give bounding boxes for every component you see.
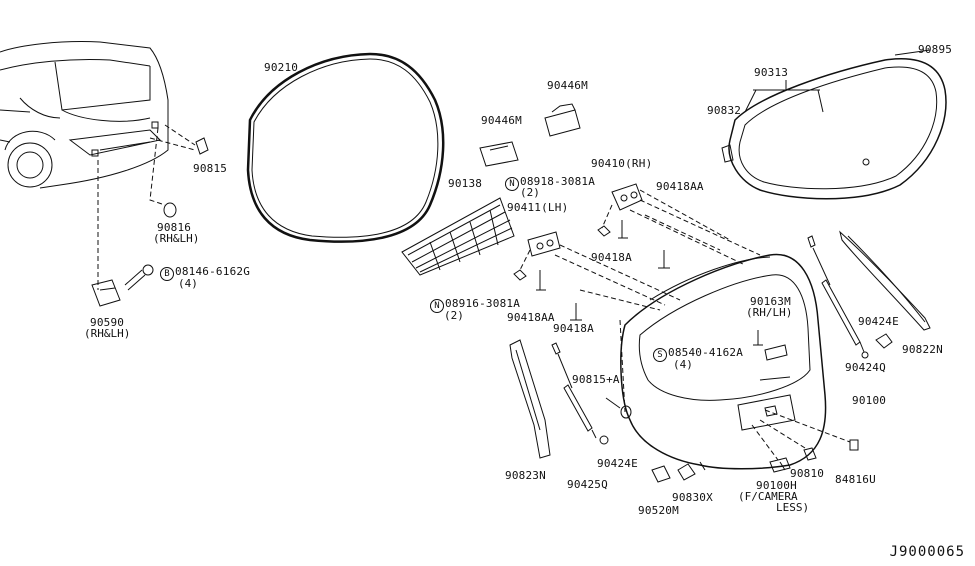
label-90163m-note: (RH/LH) <box>746 306 793 319</box>
label-90822n: 90822N <box>902 343 943 356</box>
label-08916-number: 08916-3081A <box>445 297 521 310</box>
label-90895: 90895 <box>918 43 953 56</box>
label-90424e-right: 90424E <box>858 315 899 328</box>
bolt-08146 <box>124 264 154 291</box>
bottom-parts <box>651 439 859 483</box>
prefix-circle: B <box>160 267 174 281</box>
label-90830x: 90830X <box>672 491 713 504</box>
prefix-circle: S <box>653 348 667 362</box>
label-84816u: 84816U <box>835 473 876 486</box>
label-08146-number: 08146-6162G <box>175 265 251 278</box>
trim-90823n <box>509 339 551 459</box>
label-90418a-upper: 90418A <box>591 251 632 264</box>
label-08146-note: (4) <box>178 277 198 290</box>
gas-strut-left <box>551 342 609 445</box>
label-90446m-upper: 90446M <box>547 79 588 92</box>
glass-90313 <box>721 49 947 200</box>
label-90210: 90210 <box>264 61 299 74</box>
label-08918-number: 08918-3081A <box>520 175 596 188</box>
gas-strut-right <box>807 235 869 359</box>
label-90815a: 90815+A <box>572 373 620 386</box>
hinge-90590 <box>91 279 121 307</box>
label-90138: 90138 <box>448 177 483 190</box>
label-08916-note: (2) <box>444 309 464 322</box>
label-90590-note: (RH&LH) <box>84 327 131 340</box>
label-08540-number: 08540-4162A <box>668 346 744 359</box>
label-90520m: 90520M <box>638 504 679 517</box>
label-90816-note: (RH&LH) <box>153 232 200 245</box>
label-90100h-note2: LESS) <box>776 501 810 514</box>
label-90425q: 90425Q <box>567 478 608 491</box>
label-90832: 90832 <box>707 104 742 117</box>
label-90313: 90313 <box>754 66 789 79</box>
vehicle-leader-lines <box>97 124 196 290</box>
label-90418aa-lower: 90418AA <box>507 311 555 324</box>
label-08918-note: (2) <box>520 186 540 199</box>
label-90411: 90411(LH) <box>507 201 569 214</box>
label-90816: 90816 <box>157 221 192 234</box>
label-90815: 90815 <box>193 162 228 175</box>
label-90590: 90590 <box>90 316 125 329</box>
prefix-circle: N <box>505 177 519 191</box>
bumper-90815a <box>605 397 632 419</box>
label-08540-note: (4) <box>673 358 693 371</box>
label-90810: 90810 <box>790 467 825 480</box>
panel-90138 <box>401 197 515 276</box>
vehicle-rear-illustration <box>0 41 169 189</box>
label-90424e-left: 90424E <box>597 457 638 470</box>
hinge-90410-90411 <box>513 183 670 321</box>
clip-90424e <box>875 333 893 349</box>
bolt-90163m <box>753 330 788 361</box>
spoiler-90822n <box>839 230 931 331</box>
weatherstrip-90210 <box>246 52 445 243</box>
clip-90815 <box>195 137 209 155</box>
prefix-circle: N <box>430 299 444 313</box>
label-90100: 90100 <box>852 394 887 407</box>
label-90100h: 90100H <box>756 479 797 492</box>
label-90418a-lower: 90418A <box>553 322 594 335</box>
label-90446m-lower: 90446M <box>481 114 522 127</box>
label-90424q: 90424Q <box>845 361 886 374</box>
label-90410: 90410(RH) <box>591 157 653 170</box>
bottom-leader-lines <box>751 409 851 461</box>
label-90100h-note: (F/CAMERA <box>738 490 798 503</box>
diagram-code: J9000065 <box>889 544 965 560</box>
latch-90446m <box>479 103 581 167</box>
hinge-leader-lines <box>519 189 761 413</box>
label-90163m: 90163M <box>750 295 791 308</box>
back-door-90100 <box>620 253 827 471</box>
label-90418aa-upper: 90418AA <box>656 180 704 193</box>
label-90823n: 90823N <box>505 469 546 482</box>
bumper-90816 <box>163 202 177 218</box>
